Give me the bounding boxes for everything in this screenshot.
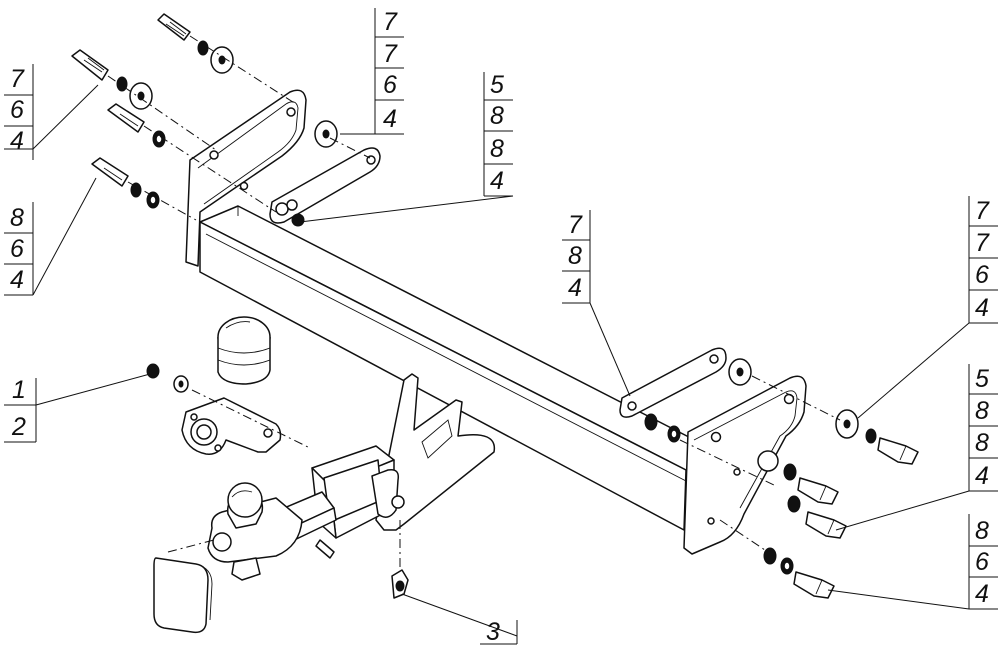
callout-center-784-v0: 7: [568, 211, 583, 239]
callout-left-2-v1: 6: [10, 235, 24, 263]
callout-top-left-1-v2: 4: [10, 127, 24, 155]
callout-left-2-v0: 8: [10, 204, 24, 232]
callout-right-top-v1: 7: [975, 229, 990, 257]
fasteners: [71, 13, 919, 599]
callout-right-top: 7 7 6 4: [968, 196, 998, 324]
callout-top-mid-v0: 7: [383, 8, 398, 36]
callout-right-top-v2: 6: [975, 261, 989, 289]
callout-top-mid-v1: 7: [383, 40, 398, 68]
callout-right-top-v3: 4: [975, 294, 989, 322]
main-crossbeam: [199, 205, 723, 531]
callout-mid-5884-v2: 8: [490, 135, 504, 163]
callout-right-bottom-v1: 6: [975, 548, 989, 576]
callout-right-top-v0: 7: [975, 197, 990, 225]
left-strap-plate: [269, 147, 381, 227]
callout-top-left-1-v0: 7: [10, 65, 25, 93]
callout-right-5884-v1: 8: [975, 397, 989, 425]
leader-lines: [32, 84, 970, 637]
callout-right-bottom: 8 6 4: [968, 514, 998, 610]
callout-right-5884-v0: 5: [975, 365, 989, 393]
callout-center-784: 7 8 4: [562, 210, 591, 304]
callout-mid-5884: 5 8 8 4: [483, 71, 513, 197]
callout-right-5884-v3: 4: [975, 462, 989, 490]
receiver-plug: [153, 557, 213, 634]
callout-mid-5884-v1: 8: [490, 102, 504, 130]
callout-center-784-v2: 4: [568, 274, 582, 302]
callout-pin-v0: 3: [486, 618, 500, 646]
callout-top-mid-v3: 4: [383, 105, 397, 133]
callout-left-2-v2: 4: [10, 266, 24, 294]
callout-top-mid-v2: 6: [383, 71, 397, 99]
assembly-axes: [107, 35, 841, 568]
hitch-receiver: [311, 373, 496, 539]
callout-nut-washer-v0: 1: [12, 376, 26, 404]
callout-right-5884: 5 8 8 4: [968, 364, 998, 492]
callout-top-left-1-v1: 6: [10, 96, 24, 124]
callout-right-bottom-v0: 8: [975, 517, 989, 545]
callout-right-bottom-v2: 4: [975, 580, 989, 608]
drawbar-with-ball: [207, 482, 337, 581]
callout-pin: 3: [480, 618, 518, 646]
right-mounting-bracket: [683, 375, 807, 555]
callout-mid-5884-v0: 5: [490, 71, 504, 99]
callout-center-784-v1: 8: [568, 242, 582, 270]
callout-left-2: 8 6 4: [4, 202, 34, 296]
left-mounting-bracket: [185, 89, 307, 267]
callout-right-5884-v2: 8: [975, 429, 989, 457]
socket-plate: [181, 397, 282, 455]
callout-top-mid: 7 7 6 4: [374, 8, 404, 135]
callout-mid-5884-v3: 4: [490, 167, 504, 195]
callout-top-left-1: 7 6 4: [4, 64, 34, 160]
center-strap-plate: [619, 347, 727, 418]
ball-cover-cap: [217, 316, 271, 385]
callout-nut-washer: 1 2: [4, 376, 37, 443]
callout-nut-washer-v1: 2: [11, 413, 26, 441]
